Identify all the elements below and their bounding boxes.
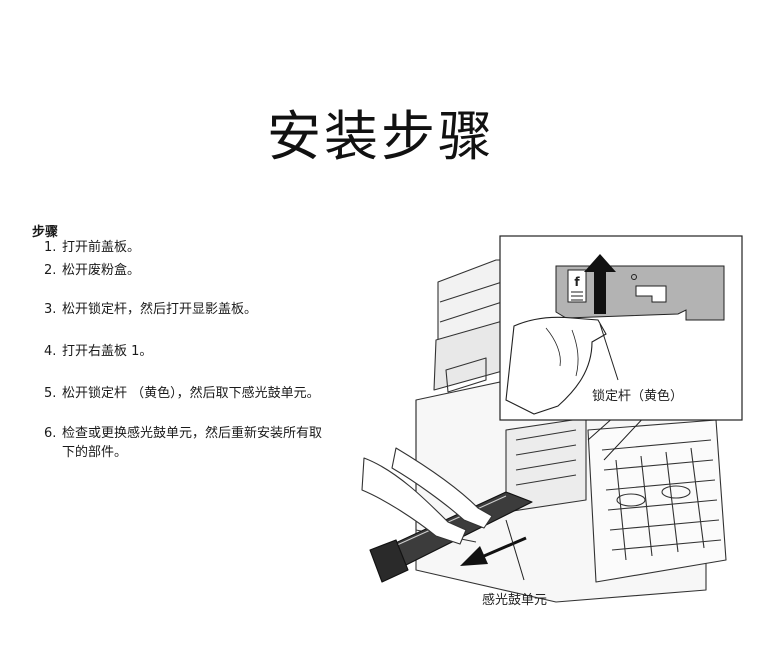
- drum-leader: [505, 519, 525, 581]
- step-text: 松开锁定杆 （黄色），然后取下感光鼓单元。: [62, 386, 320, 401]
- step-item: 1. 打开前盖板。: [44, 238, 334, 257]
- step-item: 6. 检查或更换感光鼓单元，然后重新安装所有取下的部件。: [44, 424, 334, 462]
- pull-arrow: [460, 536, 527, 566]
- lever-slot: [635, 285, 667, 303]
- roller: [661, 485, 691, 499]
- step-text: 松开锁定杆，然后打开显影盖板。: [62, 302, 258, 317]
- step-text: 打开前盖板。: [62, 240, 141, 255]
- unlock-arrow-icon: [584, 254, 616, 314]
- step-text: 松开废粉盒。: [62, 263, 141, 278]
- drum-unit-label: 感光鼓单元: [482, 592, 547, 608]
- printer-illustration: f 锁定杆（黄色） 感光鼓单元: [361, 235, 743, 608]
- callout-label-leader: [599, 323, 619, 381]
- right-cover-open: [587, 419, 727, 583]
- roller-lines: [601, 439, 722, 551]
- cavity-detail: [515, 429, 577, 486]
- output-tray: [445, 357, 487, 393]
- step-number: 1.: [44, 240, 57, 255]
- step-item: 4. 打开右盖板 1。: [44, 342, 334, 361]
- finger-creases: [545, 327, 579, 377]
- lock-lever-label: 锁定杆（黄色）: [592, 388, 683, 404]
- step-item: 3. 松开锁定杆，然后打开显影盖板。: [44, 300, 334, 319]
- step-number: 3.: [44, 302, 57, 317]
- panel-screw: [631, 274, 637, 280]
- scanner-detail: [439, 281, 503, 323]
- drum-end-cap: [369, 539, 409, 583]
- right-hand: [391, 447, 493, 529]
- step-number: 5.: [44, 386, 57, 401]
- step-text: 打开右盖板 1。: [62, 344, 153, 359]
- badge-lines: [571, 291, 583, 301]
- step-number: 4.: [44, 344, 57, 359]
- lever-badge: [567, 269, 587, 303]
- lever-badge-letter: f: [574, 275, 580, 289]
- steps-heading: 步骤: [32, 225, 59, 240]
- step-item: 5. 松开锁定杆 （黄色），然后取下感光鼓单元。: [44, 384, 334, 403]
- left-hand: [361, 457, 467, 545]
- step-text: 检查或更换感光鼓单元，然后重新安装所有取下的部件。: [62, 426, 323, 460]
- step-number: 6.: [44, 426, 57, 441]
- page-title: 安装步骤: [267, 105, 495, 168]
- roller-ribs: [615, 447, 705, 561]
- step-item: 2. 松开废粉盒。: [44, 261, 334, 280]
- roller: [616, 493, 646, 507]
- finger-pressing: [505, 316, 607, 415]
- step-number: 2.: [44, 263, 57, 278]
